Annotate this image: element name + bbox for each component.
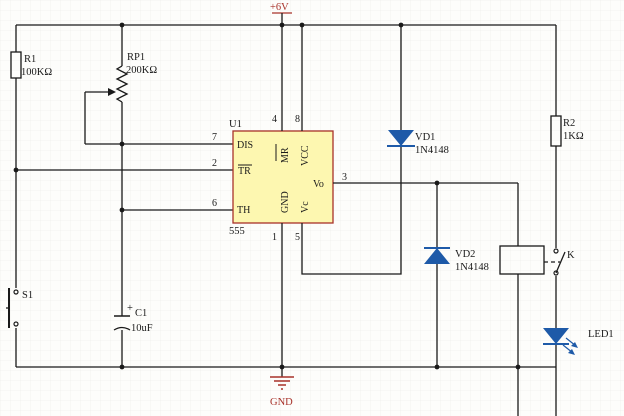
- r2-resistor: [550, 115, 562, 147]
- relay-contact-k: [553, 248, 566, 276]
- r2-ref: R2: [563, 118, 575, 129]
- vd2-value: 1N4148: [455, 262, 489, 273]
- pin-1-num: 1: [272, 232, 277, 243]
- pin-wires-left: [16, 143, 233, 211]
- vd2-diode: [424, 183, 450, 367]
- gnd-label: GND: [270, 397, 293, 408]
- pin-4-num: 4: [272, 114, 277, 125]
- r1-value: 100KΩ: [21, 67, 52, 78]
- pin-8-num: 8: [295, 114, 300, 125]
- pin-3-num: 3: [342, 172, 347, 183]
- vd1-diode: [387, 25, 415, 147]
- u1-part: 555: [229, 226, 245, 237]
- ic-555-body: [232, 130, 334, 224]
- rp1-ref: RP1: [127, 52, 145, 63]
- r1-resistor: [10, 51, 22, 79]
- pin-mr-label: MR: [280, 147, 291, 163]
- led1-ref: LED1: [588, 329, 614, 340]
- pin-th-label: TH: [237, 205, 250, 216]
- pin-wires-vertical: [281, 25, 402, 367]
- relay-coil: [499, 245, 545, 275]
- s1-switch: [6, 288, 19, 328]
- pin-vc-label: Vc: [300, 201, 311, 213]
- vd1-value: 1N4148: [415, 145, 449, 156]
- pin-vcc-label: VCC: [300, 145, 311, 166]
- c1-polarity: +: [127, 303, 133, 314]
- pin-7-num: 7: [212, 132, 217, 143]
- pin-2-num: 2: [212, 158, 217, 169]
- c1-value: 10uF: [131, 323, 153, 334]
- c1-capacitor: [113, 315, 131, 331]
- k-ref: K: [567, 250, 575, 261]
- pin-5-num: 5: [295, 232, 300, 243]
- rp1-value: 200KΩ: [126, 65, 157, 76]
- pin-dis-label: DIS: [237, 140, 253, 151]
- r1-ref: R1: [24, 54, 36, 65]
- vd1-ref: VD1: [415, 132, 435, 143]
- output-wire: [333, 182, 519, 367]
- r2-value: 1KΩ: [563, 131, 584, 142]
- pin-vo-label: Vo: [313, 179, 324, 190]
- pin-gnd-label: GND: [280, 191, 291, 213]
- pin-6-num: 6: [212, 198, 217, 209]
- ground-symbol: [270, 367, 294, 390]
- vplus-label: +6V: [270, 2, 289, 13]
- vd2-ref: VD2: [455, 249, 475, 260]
- s1-ref: S1: [22, 290, 33, 301]
- relay-output-leads: [517, 367, 557, 416]
- led1: [543, 328, 578, 355]
- u1-ref: U1: [229, 119, 242, 130]
- pin-tr-label: TR: [238, 166, 251, 177]
- c1-ref: C1: [135, 308, 147, 319]
